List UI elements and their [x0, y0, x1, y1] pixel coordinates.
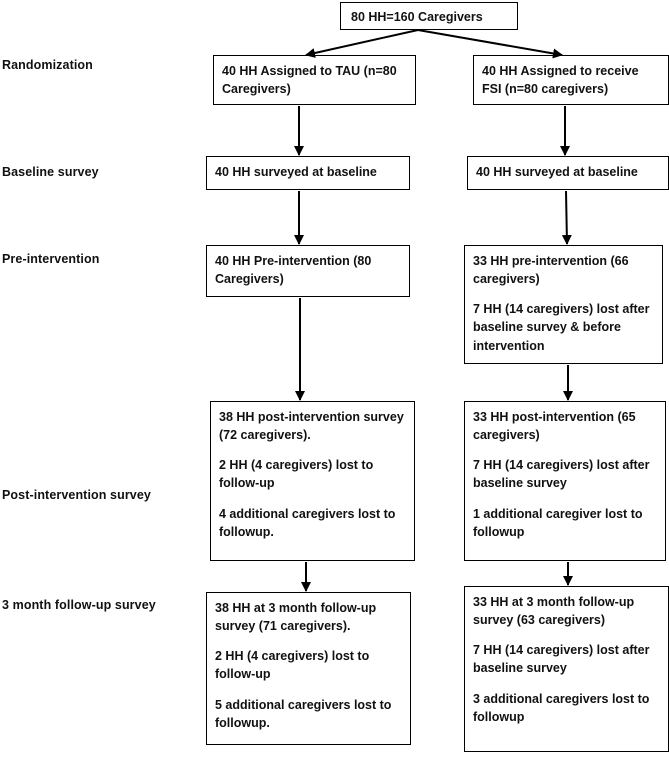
stage-label-post-intervention: Post-intervention survey	[2, 488, 151, 502]
fsi-pre-line-2: 7 HH (14 caregivers) lost after baseline…	[473, 302, 650, 353]
tau-post-line-2: 2 HH (4 caregivers) lost to follow-up	[219, 458, 374, 491]
tau-followup-line-1: 38 HH at 3 month follow-up survey (71 ca…	[215, 601, 377, 634]
arrow-top-to-tau	[305, 29, 419, 58]
fsi-followup-line-1: 33 HH at 3 month follow-up survey (63 ca…	[473, 595, 635, 628]
tau-post-box: 38 HH post-intervention survey (72 careg…	[210, 401, 415, 561]
tau-post-line-3: 4 additional caregivers lost to followup…	[219, 506, 396, 539]
tau-followup-line-2: 2 HH (4 caregivers) lost to follow-up	[215, 649, 370, 682]
tau-followup-box: 38 HH at 3 month follow-up survey (71 ca…	[206, 592, 411, 745]
fsi-post-line-3: 1 additional caregiver lost to followup	[473, 506, 643, 539]
arrow-top-to-fsi	[417, 29, 563, 59]
arrow-fsi-baseline-to-pre	[561, 190, 572, 245]
fsi-followup-line-3: 3 additional caregivers lost to followup	[473, 691, 650, 724]
fsi-post-line-2: 7 HH (14 caregivers) lost after baseline…	[473, 458, 650, 491]
fsi-post-line-1: 33 HH post-intervention (65 caregivers)	[473, 410, 636, 443]
stage-label-baseline: Baseline survey	[2, 165, 99, 179]
tau-pre-box: 40 HH Pre-intervention (80 Caregivers)	[206, 245, 410, 297]
tau-randomized-text: 40 HH Assigned to TAU (n=80 Caregivers)	[222, 64, 397, 97]
tau-baseline-text: 40 HH surveyed at baseline	[215, 165, 377, 179]
fsi-followup-line-2: 7 HH (14 caregivers) lost after baseline…	[473, 643, 650, 676]
tau-post-line-1: 38 HH post-intervention survey (72 careg…	[219, 410, 404, 443]
fsi-post-box: 33 HH post-intervention (65 caregivers) …	[464, 401, 666, 561]
fsi-pre-box: 33 HH pre-intervention (66 caregivers) 7…	[464, 245, 663, 364]
tau-followup-line-3: 5 additional caregivers lost to followup…	[215, 697, 392, 730]
tau-baseline-box: 40 HH surveyed at baseline	[206, 156, 410, 190]
stage-label-pre-intervention: Pre-intervention	[2, 252, 100, 266]
stage-label-randomization: Randomization	[2, 58, 93, 72]
fsi-pre-line-1: 33 HH pre-intervention (66 caregivers)	[473, 254, 629, 287]
fsi-followup-box: 33 HH at 3 month follow-up survey (63 ca…	[464, 586, 669, 752]
fsi-randomized-text: 40 HH Assigned to receive FSI (n=80 care…	[482, 64, 639, 97]
top-enrollment-text: 80 HH=160 Caregivers	[351, 10, 483, 24]
fsi-baseline-text: 40 HH surveyed at baseline	[476, 165, 638, 179]
tau-pre-text: 40 HH Pre-intervention (80 Caregivers)	[215, 254, 372, 287]
top-enrollment-box: 80 HH=160 Caregivers	[340, 2, 518, 30]
fsi-randomized-box: 40 HH Assigned to receive FSI (n=80 care…	[473, 55, 669, 105]
stage-label-followup: 3 month follow-up survey	[2, 598, 156, 612]
fsi-baseline-box: 40 HH surveyed at baseline	[467, 156, 669, 190]
